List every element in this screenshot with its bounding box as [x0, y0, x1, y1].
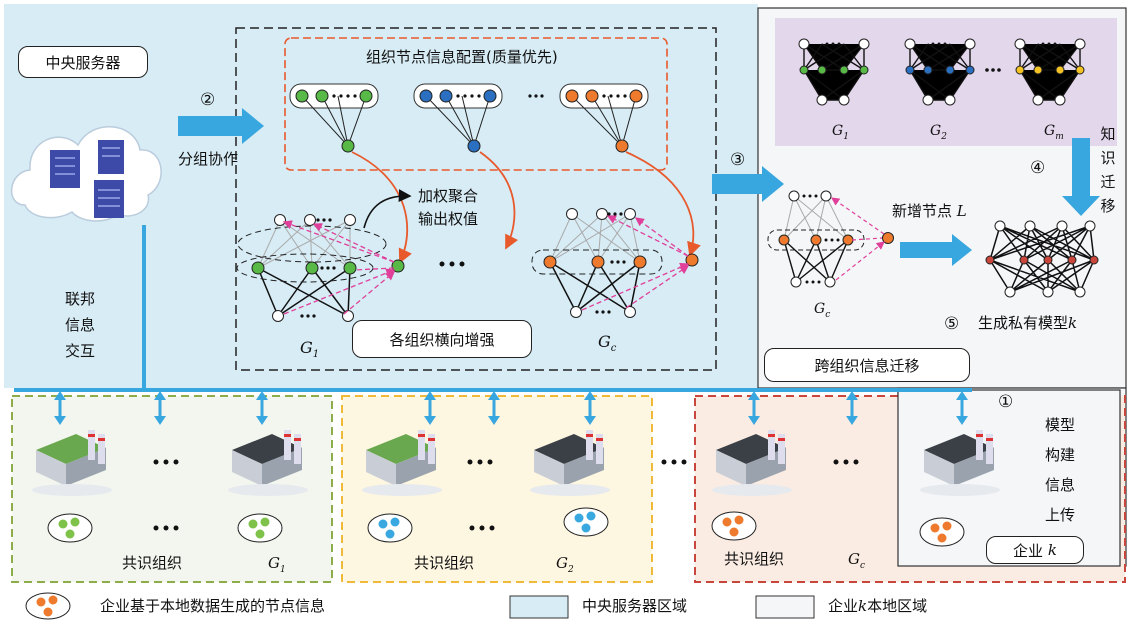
config-group-orange: [559, 83, 649, 153]
federated-label: 联邦 信息 交互: [64, 290, 96, 360]
central-server-label: 中央服务器: [18, 46, 148, 78]
legend-central-swatch: [509, 595, 569, 619]
config-group-green: [289, 83, 379, 153]
node-info-blue-1: [367, 513, 413, 543]
step1-number: ①: [998, 392, 1014, 412]
upload-label: 模型 构建 信息 上传: [1044, 416, 1075, 524]
private-model-network: [985, 220, 1099, 298]
factory-icon-6: [920, 430, 1000, 496]
node-info-green-1: [47, 513, 93, 543]
group1-g-label: G1: [268, 554, 286, 575]
legend-enterprise-swatch: [755, 595, 815, 619]
group3-g-label: Gc: [848, 550, 866, 571]
legend-enterprise-region: 企业k本地区域: [828, 597, 928, 615]
config-to-network-arrows: [351, 151, 701, 264]
model-g2: [904, 38, 976, 106]
gc-right-label: Gc: [814, 301, 831, 320]
step5-number: ⑤: [944, 314, 960, 334]
model-gm: [1014, 38, 1086, 106]
cloud-icon: [10, 125, 162, 222]
model-gm-label: Gm: [1044, 123, 1064, 142]
blue-arrows: [178, 108, 1100, 266]
factory-icon-2: [228, 430, 308, 496]
step2-number: ②: [200, 90, 216, 110]
step3-number: ③: [730, 150, 746, 170]
config-title: 组织节点信息配置(质量优先): [366, 48, 558, 66]
knowledge-transfer-label: 知 识 迁 移: [1100, 125, 1116, 215]
bottom-ellipses: [153, 459, 859, 531]
group3-label: 共识组织: [724, 550, 785, 568]
step2-label: 分组协作: [178, 150, 239, 168]
legend-node-info-icon: [25, 592, 71, 620]
config-ellipsis: [528, 94, 544, 98]
network-ellipsis: [439, 261, 465, 267]
node-info-orange-k: [919, 517, 965, 547]
model-g1-label: G1: [832, 123, 849, 142]
config-box: [284, 37, 668, 171]
aggregate-line1: 加权聚合: [418, 187, 479, 205]
private-model-label: 生成私有模型k: [978, 314, 1078, 332]
factory-icon-3: [362, 430, 442, 496]
gc-label: Gc: [598, 332, 617, 355]
model-g2-label: G2: [930, 123, 947, 142]
network-gc-right: [767, 190, 894, 288]
group1-label: 共识组织: [122, 554, 183, 572]
legend-node-info: 企业基于本地数据生成的节点信息: [100, 597, 326, 615]
factory-icon-1: [32, 430, 112, 496]
network-g1: [236, 189, 412, 322]
g1-label: G1: [300, 338, 320, 361]
config-group-blue: [413, 83, 503, 153]
group2-g-label: G2: [556, 554, 574, 575]
node-info-blue-2: [563, 507, 609, 537]
model-g1: [798, 38, 870, 106]
enhance-label: 各组织横向增强: [352, 320, 532, 358]
group2-label: 共识组织: [414, 554, 475, 572]
factory-icon-5: [712, 430, 792, 496]
step4-number: ④: [1030, 158, 1046, 178]
factory-icon-4: [530, 430, 610, 496]
legend-central-region: 中央服务器区域: [582, 597, 688, 615]
aggregate-line2: 输出权值: [418, 210, 479, 228]
node-info-green-2: [237, 513, 283, 543]
federated-backbone: [14, 225, 972, 392]
network-gc: [531, 208, 699, 318]
new-node-label: 新增节点 L: [892, 202, 967, 220]
cross-org-label: 跨组织信息迁移: [764, 348, 970, 382]
node-info-orange-1: [711, 511, 757, 541]
enterprise-k-label: 企业 k: [986, 536, 1084, 564]
central-workspace: [235, 27, 717, 371]
